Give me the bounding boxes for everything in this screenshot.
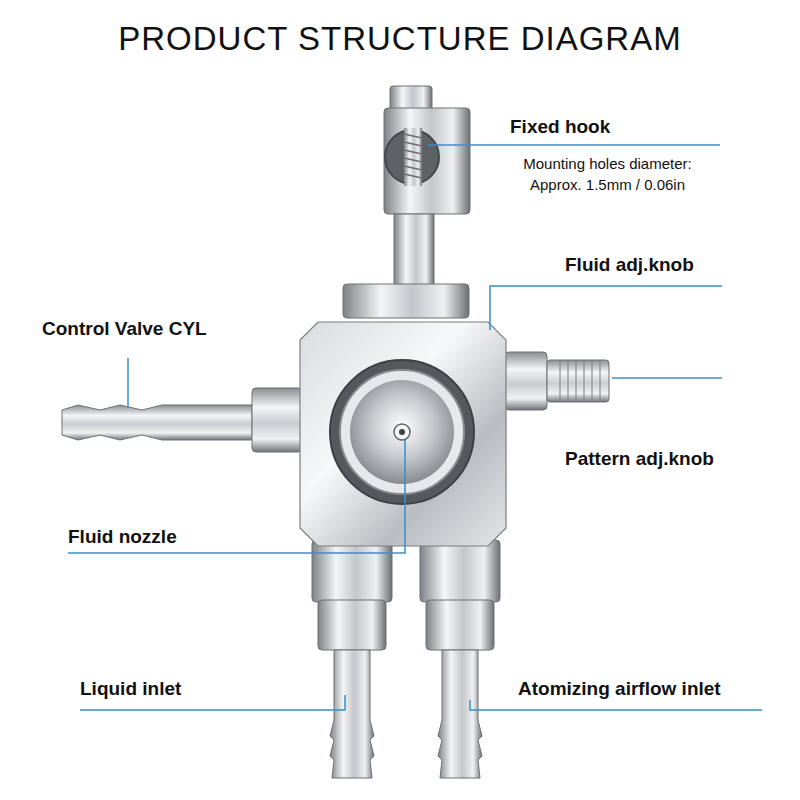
part-name: Fixed hook	[510, 116, 770, 138]
part-name: Pattern adj.knob	[565, 448, 785, 470]
dimension-note: Mounting holes diameter: Approx. 1.5mm /…	[505, 153, 710, 195]
part-name: Control Valve CYL	[42, 318, 302, 340]
part-name: Atomizing airflow inlet	[518, 678, 788, 700]
diagram-title: PRODUCT STRUCTURE DIAGRAM	[0, 20, 800, 58]
part-name: Fluid nozzle	[68, 526, 308, 548]
part-name: Fluid adj.knob	[565, 254, 785, 276]
leader-lines	[68, 145, 762, 710]
part-name: Liquid inlet	[80, 678, 320, 700]
